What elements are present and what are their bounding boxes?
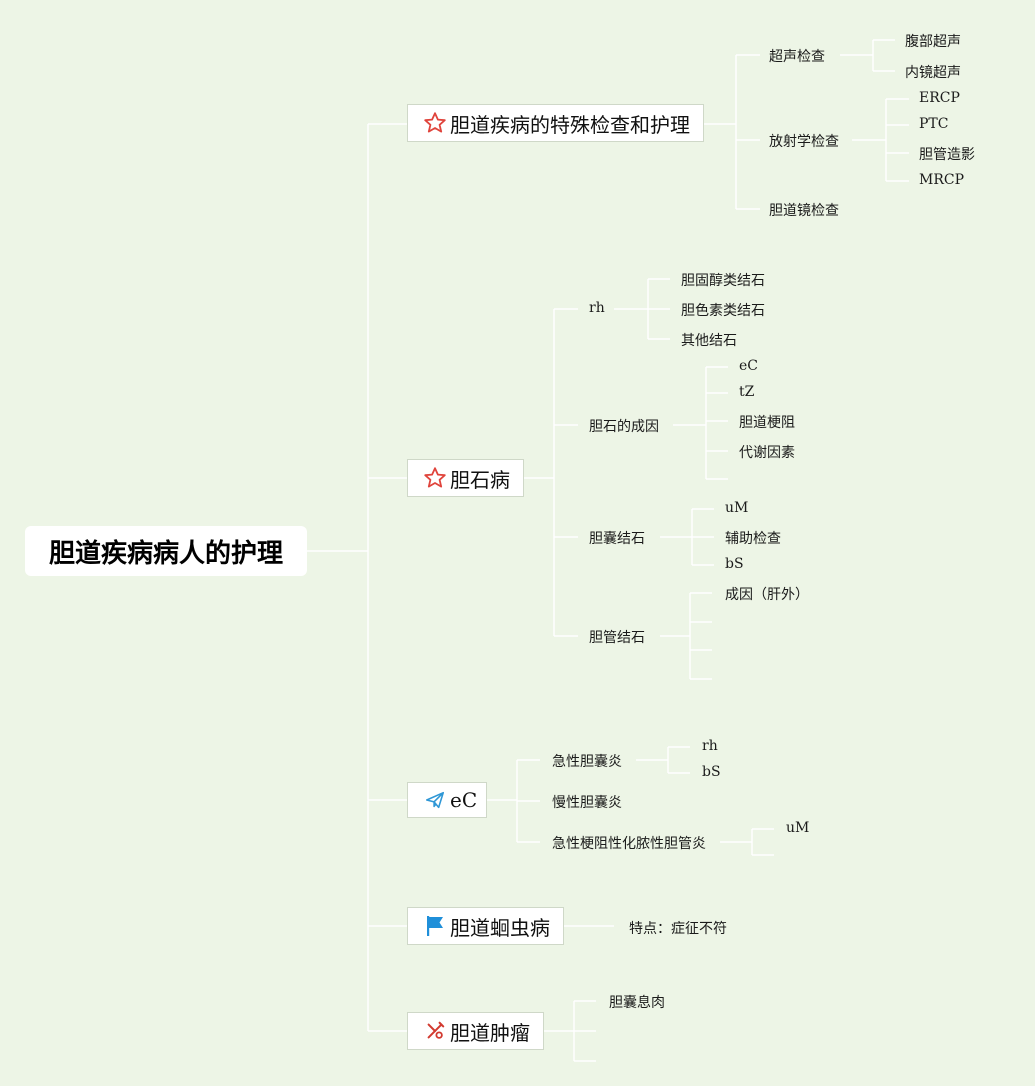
topic-ptc[interactable]: PTC (919, 116, 949, 132)
star-icon (422, 110, 448, 136)
topic-aosc[interactable]: 急性梗阻性化脓性胆管炎 (552, 836, 706, 852)
branch-biliary-ascariasis[interactable]: 胆道蛔虫病 (407, 907, 564, 945)
tools-icon (422, 1018, 448, 1044)
topic-gallbladder-polyp[interactable]: 胆囊息肉 (609, 995, 665, 1011)
topic-um[interactable]: uM (786, 820, 810, 836)
flag-icon (422, 913, 448, 939)
branch-label: 胆石病 (450, 467, 510, 492)
topic-mrcp[interactable]: MRCP (919, 172, 965, 188)
topic-pigment-stone[interactable]: 胆色素类结石 (681, 303, 765, 319)
branch-label: 胆道肿瘤 (450, 1020, 530, 1045)
root-topic-label: 胆道疾病病人的护理 (48, 538, 283, 569)
branch-ec[interactable]: eC (407, 782, 487, 818)
root-topic[interactable]: 胆道疾病病人的护理 (25, 526, 307, 576)
star-icon (422, 465, 448, 491)
topic-ultrasound[interactable]: 超声检查 (769, 49, 825, 65)
topic-cholesterol-stone[interactable]: 胆固醇类结石 (681, 273, 765, 289)
topic-rh[interactable]: rh (589, 300, 605, 316)
topic-bile-duct-stone[interactable]: 胆管结石 (589, 630, 645, 646)
branch-label: 胆道疾病的特殊检查和护理 (450, 112, 690, 137)
topic-bs[interactable]: bS (725, 556, 744, 572)
topic-choledochoscopy[interactable]: 胆道镜检查 (769, 203, 839, 219)
topic-radiology[interactable]: 放射学检查 (769, 134, 839, 150)
topic-abdominal-ultrasound[interactable]: 腹部超声 (905, 34, 961, 50)
topic-chronic-cholecystitis[interactable]: 慢性胆囊炎 (552, 795, 622, 811)
branch-label: 胆道蛔虫病 (450, 915, 550, 940)
topic-other-stone[interactable]: 其他结石 (681, 333, 737, 349)
branch-cholelithiasis[interactable]: 胆石病 (407, 459, 524, 497)
topic-acute-cholecystitis[interactable]: 急性胆囊炎 (552, 754, 622, 770)
topic-metabolic-factors[interactable]: 代谢因素 (739, 445, 795, 461)
topic-ec[interactable]: eC (739, 358, 758, 374)
topic-bs[interactable]: bS (702, 764, 721, 780)
paper-plane-icon (422, 787, 448, 813)
topic-rh[interactable]: rh (702, 738, 718, 754)
topic-gallbladder-stone[interactable]: 胆囊结石 (589, 531, 645, 547)
topic-cholangiography[interactable]: 胆管造影 (919, 147, 975, 163)
branch-biliary-tumor[interactable]: 胆道肿瘤 (407, 1012, 544, 1050)
topic-ercp[interactable]: ERCP (919, 90, 960, 106)
topic-biliary-obstruction[interactable]: 胆道梗阻 (739, 415, 795, 431)
topic-symptom-sign-mismatch[interactable]: 特点：症征不符 (629, 921, 727, 937)
branch-special-exams[interactable]: 胆道疾病的特殊检查和护理 (407, 104, 704, 142)
topic-tz[interactable]: tZ (739, 384, 755, 400)
branch-label: eC (450, 788, 478, 812)
topic-stone-causes[interactable]: 胆石的成因 (589, 419, 659, 435)
topic-auxiliary-exam[interactable]: 辅助检查 (725, 531, 781, 547)
topic-endoscopic-ultrasound[interactable]: 内镜超声 (905, 65, 961, 81)
topic-extrahepatic-cause[interactable]: 成因（肝外） (725, 587, 809, 603)
topic-um[interactable]: uM (725, 500, 749, 516)
